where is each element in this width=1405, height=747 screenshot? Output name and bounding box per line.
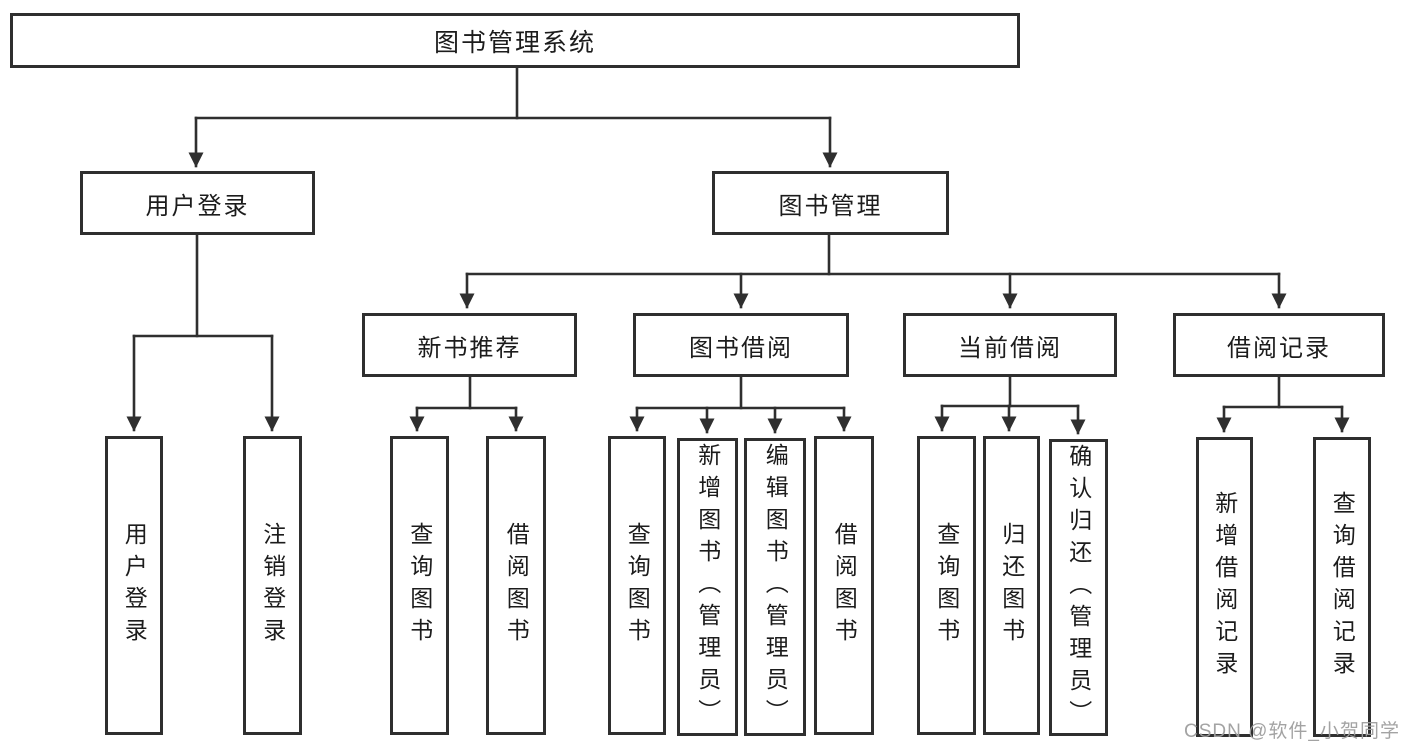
- leaf-label: 查询图书: [933, 521, 960, 650]
- node-label: 当前借阅: [958, 334, 1062, 362]
- leaf-edit-books-admin: 编辑图书（管理员）: [744, 438, 806, 736]
- leaf-confirm-return-admin: 确认归还（管理员）: [1049, 439, 1108, 736]
- leaf-label: 用户登录: [121, 521, 148, 650]
- leaf-label: 新增图书（管理员）: [694, 443, 721, 731]
- leaf-query-borrow-record: 查询借阅记录: [1313, 437, 1371, 737]
- leaf-label: 归还图书: [998, 521, 1025, 650]
- node-new-book-recommend: 新书推荐: [362, 313, 577, 377]
- csdn-watermark: CSDN @软件_小贺同学: [1184, 721, 1400, 742]
- node-library-management-system: 图书管理系统: [10, 13, 1020, 68]
- leaf-borrow-books: 借阅图书: [814, 436, 874, 735]
- node-label: 图书管理系统: [433, 28, 596, 57]
- node-book-borrow: 图书借阅: [633, 313, 849, 377]
- leaf-label: 查询图书: [624, 521, 651, 650]
- leaf-label: 确认归还（管理员）: [1065, 443, 1092, 732]
- node-label: 用户登录: [145, 192, 250, 220]
- leaf-current-query-books: 查询图书: [917, 436, 976, 735]
- leaf-recommend-query-books: 查询图书: [390, 436, 449, 735]
- leaf-label: 编辑图书（管理员）: [762, 443, 789, 731]
- node-borrow-records: 借阅记录: [1173, 313, 1385, 377]
- leaf-label: 查询借阅记录: [1329, 491, 1356, 683]
- node-label: 图书管理: [778, 192, 883, 220]
- leaf-label: 新增借阅记录: [1211, 491, 1238, 683]
- leaf-label: 注销登录: [259, 521, 286, 650]
- leaf-add-books-admin: 新增图书（管理员）: [677, 438, 738, 736]
- leaf-user-login: 用户登录: [105, 436, 163, 735]
- node-user-login-branch: 用户登录: [80, 171, 315, 235]
- leaf-logout: 注销登录: [243, 436, 302, 735]
- leaf-add-borrow-record: 新增借阅记录: [1196, 437, 1253, 737]
- node-label: 图书借阅: [689, 334, 793, 362]
- leaf-recommend-borrow-books: 借阅图书: [486, 436, 546, 735]
- leaf-return-books: 归还图书: [983, 436, 1040, 735]
- node-label: 新书推荐: [417, 334, 522, 362]
- leaf-label: 查询图书: [406, 521, 433, 650]
- node-current-borrow: 当前借阅: [903, 313, 1117, 377]
- leaf-borrow-query-books: 查询图书: [608, 436, 666, 735]
- node-label: 借阅记录: [1227, 334, 1331, 362]
- leaf-label: 借阅图书: [831, 521, 858, 650]
- leaf-label: 借阅图书: [503, 521, 530, 650]
- node-book-management-branch: 图书管理: [712, 171, 949, 235]
